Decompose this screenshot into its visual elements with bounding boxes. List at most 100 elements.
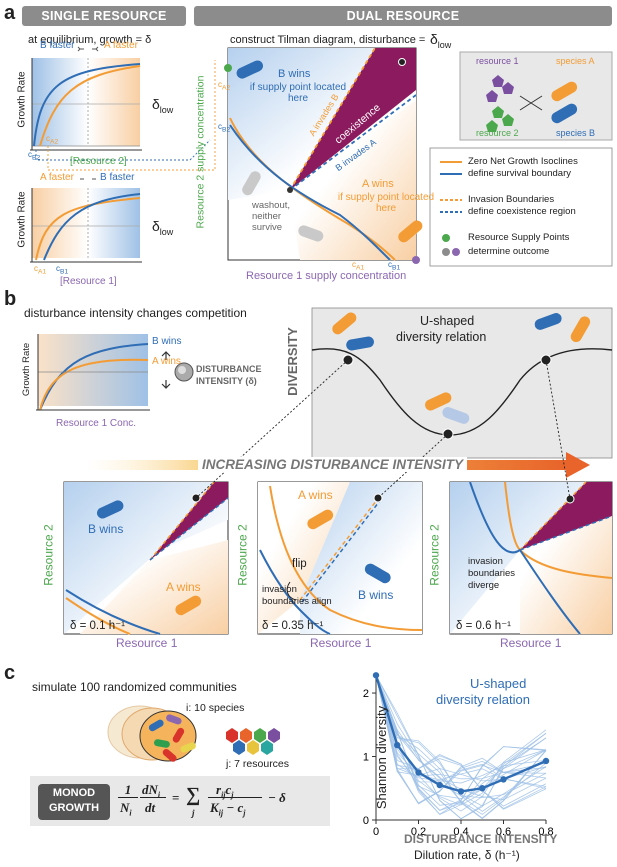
chart-y-tick-label: 0: [363, 815, 369, 827]
bottom-b-faster: B faster: [100, 172, 135, 183]
community-illustration: [107, 705, 280, 762]
chart-community-trace: [375, 675, 547, 806]
top-c-b2: cB2: [28, 150, 41, 162]
b-growth-ylabel: Growth Rate: [21, 342, 33, 397]
b-increasing: INCREASING DISTURBANCE INTENSITY: [198, 457, 468, 472]
chart-annotation: U-shaped: [470, 676, 527, 691]
chart-x-tick-label: 0: [373, 826, 379, 838]
panel-a-graphics: [30, 46, 613, 267]
chart-mean-point: [436, 781, 443, 789]
sub1-ylabel: Resource 2: [41, 524, 56, 586]
chart-community-trace: [375, 675, 547, 806]
legend-zngi: Zero Net Growth Isoclines: [468, 156, 578, 167]
tilman-ylabel: Resource 2 supply concentration: [194, 75, 207, 229]
sub2-a-wins: A wins: [298, 488, 333, 502]
sub2-delta: δ = 0.35 h⁻¹: [262, 620, 324, 632]
chart-community-trace: [375, 675, 547, 799]
sub3-delta: δ = 0.6 h⁻¹: [456, 620, 511, 632]
monod-equation: 1 Ni dNi dt = ∑ j rijcj Kij − cj − δ: [118, 782, 286, 818]
chart-community-trace: [375, 675, 547, 820]
legend-supply-2: determine outcome: [468, 246, 550, 257]
chart-x-tick-label: 0.4: [453, 826, 468, 838]
bottom-c-a1: cA1: [34, 264, 47, 276]
schematic-resource2: resource 2: [476, 128, 519, 138]
top-growth-plot: [30, 46, 142, 151]
chart-ylabel: Shannon diversity: [374, 705, 390, 810]
chart-mean-point: [372, 672, 380, 679]
schematic-box: [459, 51, 613, 141]
panel-b-graphics: [36, 307, 613, 635]
panel-b-letter: b: [4, 288, 17, 310]
panel-c-letter: c: [4, 662, 16, 684]
tilman-b-wins: B wins: [278, 68, 311, 80]
chart-y-tick-label: 1: [363, 752, 369, 764]
schematic-speciesA: species A: [556, 56, 595, 66]
chart-community-trace: [375, 675, 547, 784]
chart-mean-point: [542, 757, 550, 765]
chart-mean-point: [394, 741, 401, 749]
chart-community-trace: [375, 675, 547, 820]
top-ylabel: Growth Rate: [16, 71, 28, 128]
chart-annotation2: diversity relation: [436, 692, 530, 707]
panel-b-title: disturbance intensity changes competitio…: [24, 306, 247, 320]
header-single-resource: SINGLE RESOURCE: [22, 6, 186, 26]
tilman-c-b2: cB2: [218, 122, 231, 134]
sub1-delta: δ = 0.1 h⁻¹: [70, 620, 125, 632]
chart-x-tick-label: 0.8: [538, 826, 553, 838]
chart-mean-point: [415, 769, 422, 776]
bottom-xlabel: [Resource 1]: [60, 276, 117, 287]
equilibrium-text: at equilibrium, growth = δ: [28, 34, 152, 46]
bottom-delta-low: δlow: [152, 218, 174, 237]
tilman-washout: washout, neither survive: [252, 200, 291, 233]
resources-text: j: 7 resources: [226, 758, 290, 770]
tilman-text: construct Tilman diagram, disturbance =: [230, 34, 426, 46]
chart-community-trace: [375, 675, 547, 782]
panel-a-letter: a: [4, 2, 16, 24]
chart-community-trace: [375, 675, 547, 807]
b-b-wins: B wins: [152, 336, 182, 347]
top-xlabel: [Resource 2]: [70, 156, 127, 167]
tilman-a-wins-sub: if supply point located here: [337, 192, 435, 214]
sub1-xlabel: Resource 1: [116, 636, 178, 650]
chart-mean-point: [500, 776, 507, 783]
sub3-diverge: invasion: [468, 556, 503, 567]
b-growth-xlabel: Resource 1 Conc.: [56, 418, 137, 429]
schematic-resource1: resource 1: [476, 56, 519, 66]
bottom-c-b1: cB1: [56, 264, 69, 276]
delta-low-label: δlow: [430, 31, 452, 50]
top-a-faster: A faster: [104, 40, 138, 51]
bottom-ylabel: Growth Rate: [16, 191, 28, 248]
sub2-b-wins: B wins: [358, 588, 394, 602]
tilman-b-wins-sub: if supply point located here: [249, 82, 347, 104]
top-delta-low: δlow: [152, 96, 174, 115]
sub2-align: invasion: [262, 584, 297, 595]
sub2-flip: flip: [292, 558, 307, 570]
tilman-a-wins: A wins: [362, 178, 394, 190]
chart-x-tick-label: 0.6: [496, 826, 511, 838]
chart-xlabel-top: DISTURBANCE INTENSITY: [404, 832, 558, 846]
tilman-xlabel: Resource 1 supply concentration: [246, 270, 407, 282]
sub2-ylabel: Resource 2: [235, 524, 250, 586]
chart-x-tick-label: 0.2: [411, 826, 426, 838]
chart-mean-point: [457, 788, 465, 795]
species-text: i: 10 species: [186, 702, 245, 714]
chart-mean-line: [374, 674, 547, 793]
tilman-c-a2: cA2: [218, 80, 231, 92]
legend-supply: Resource Supply Points: [468, 232, 570, 243]
chart-community-trace: [375, 675, 547, 801]
chart-community-trace: [375, 675, 547, 780]
top-c-a2: cA2: [46, 134, 59, 146]
chart-community-trace: [375, 675, 547, 789]
sub1-b-wins: B wins: [88, 522, 124, 536]
bottom-growth-plot: [30, 178, 142, 263]
top-b-faster: B faster: [40, 40, 75, 51]
chart-community-trace: [375, 675, 547, 809]
sub2-align2: boundaries align: [262, 596, 332, 607]
sub1-a-wins: A wins: [166, 580, 201, 594]
chart-community-trace: [375, 675, 547, 810]
sub3-diverge2: boundaries: [468, 568, 516, 579]
legend-zngi-2: define survival boundary: [468, 168, 571, 179]
b-dist-label: DISTURBANCE: [196, 364, 262, 374]
subplot-3: [449, 481, 613, 635]
